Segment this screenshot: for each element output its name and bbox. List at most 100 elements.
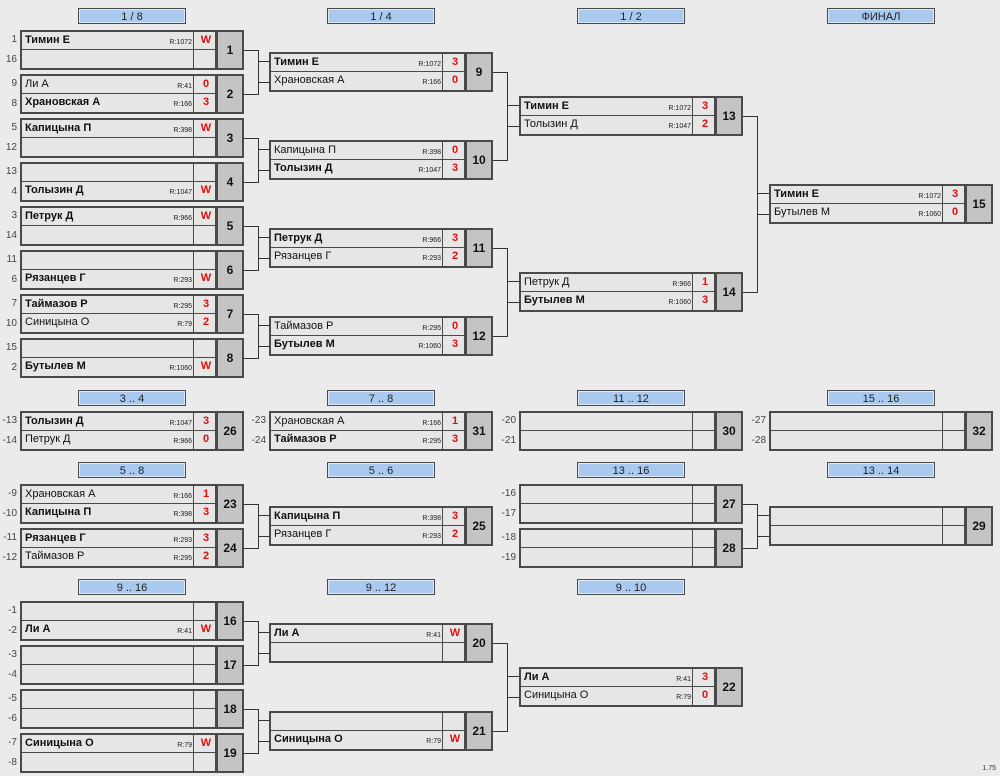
seed-label: -28 — [751, 435, 766, 446]
player-name: Капицына П — [274, 510, 341, 522]
player-row[interactable] — [269, 642, 465, 663]
player-name: Рязанцев Г — [274, 528, 332, 540]
connector-line — [258, 741, 269, 742]
player-row[interactable] — [269, 711, 465, 731]
player-rating: R:166 — [422, 420, 441, 427]
seed-label: -2 — [8, 625, 17, 636]
player-row[interactable] — [769, 411, 965, 431]
connector-line — [258, 50, 259, 95]
seed-label: 6 — [11, 274, 17, 285]
player-rating: R:398 — [173, 511, 192, 518]
player-row[interactable] — [20, 338, 216, 358]
round-header: 15 .. 16 — [827, 390, 935, 406]
player-row[interactable] — [769, 430, 965, 451]
player-row[interactable] — [20, 137, 216, 158]
seed-label: -27 — [751, 415, 766, 426]
player-rating: R:398 — [173, 127, 192, 134]
player-row[interactable] — [519, 430, 715, 451]
player-row[interactable] — [20, 162, 216, 182]
connector-line — [507, 281, 519, 282]
player-score: 3 — [442, 54, 467, 71]
match-32: 32 — [769, 411, 993, 451]
player-row[interactable] — [20, 708, 216, 729]
connector-line — [258, 170, 269, 171]
player-row[interactable] — [20, 645, 216, 665]
player-score: 3 — [692, 98, 717, 115]
player-score: W — [193, 120, 218, 137]
player-row[interactable] — [20, 752, 216, 773]
round-header: 9 .. 10 — [577, 579, 685, 595]
player-row[interactable] — [20, 250, 216, 270]
connector-line — [757, 515, 769, 516]
player-name: Бутылев М — [774, 206, 831, 218]
player-score: 2 — [442, 248, 467, 266]
player-row[interactable] — [769, 506, 965, 526]
player-row[interactable] — [20, 49, 216, 70]
match-number: 8 — [216, 338, 244, 378]
connector-line — [258, 504, 259, 549]
player-row[interactable] — [769, 525, 965, 546]
player-row[interactable] — [20, 601, 216, 621]
player-row[interactable] — [519, 484, 715, 504]
player-row[interactable] — [519, 503, 715, 524]
player-row[interactable] — [519, 411, 715, 431]
player-score — [193, 252, 218, 269]
player-row[interactable] — [20, 225, 216, 246]
match-number: 21 — [465, 711, 493, 751]
player-rating: R:1047 — [668, 123, 691, 130]
seed-label: 5 — [11, 122, 17, 133]
player-name: Ли А — [25, 623, 51, 635]
player-score — [692, 486, 717, 503]
player-row[interactable] — [20, 664, 216, 685]
player-row[interactable] — [519, 547, 715, 568]
player-row[interactable] — [519, 528, 715, 548]
player-row[interactable] — [20, 689, 216, 709]
